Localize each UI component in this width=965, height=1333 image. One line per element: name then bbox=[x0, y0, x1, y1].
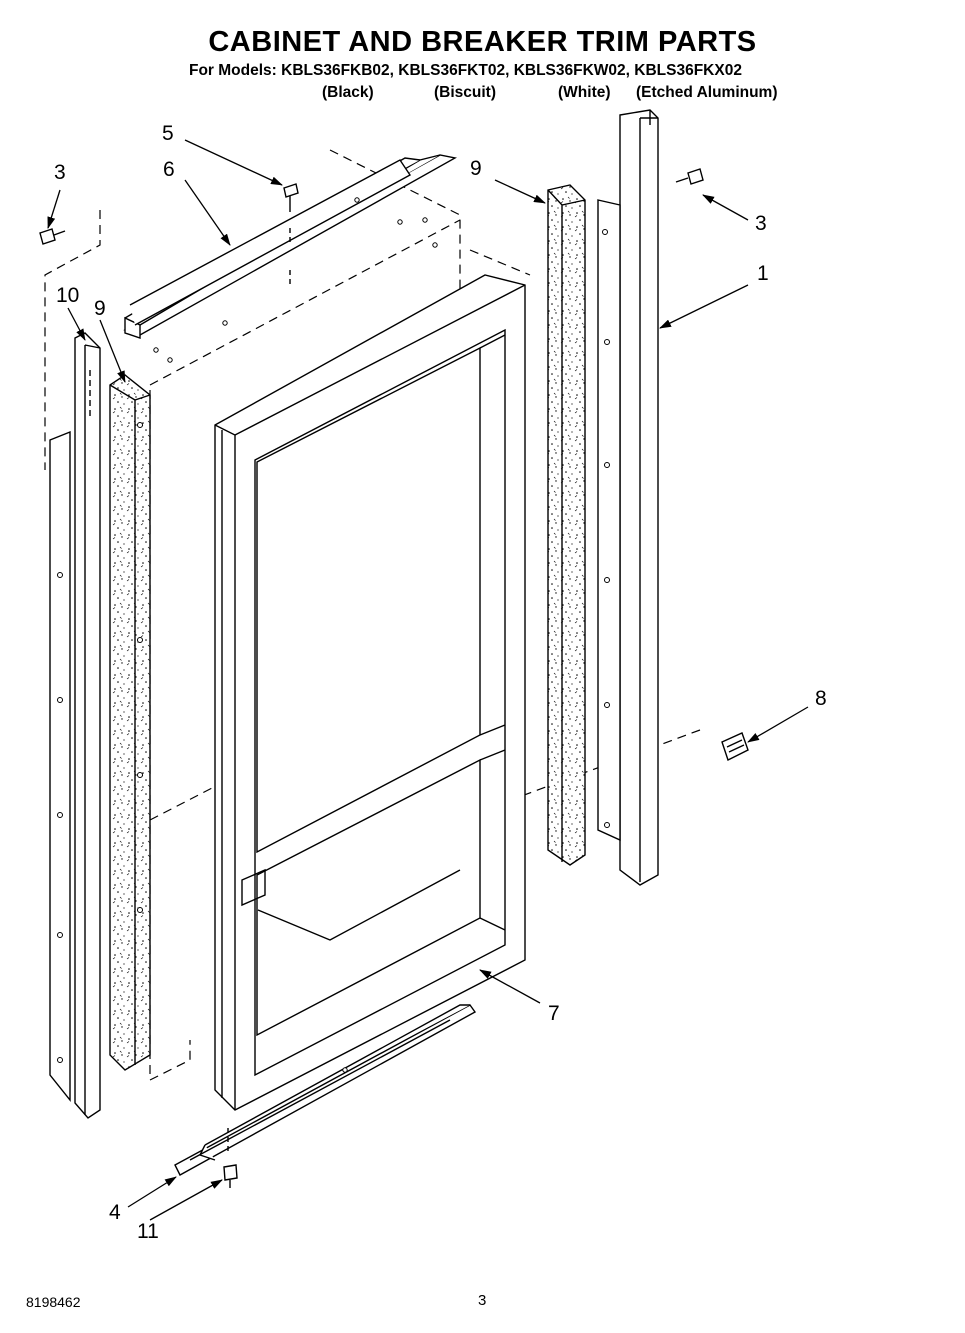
models-line: For Models: KBLS36FKB02, KBLS36FKT02, KB… bbox=[189, 62, 742, 79]
document-number: 8198462 bbox=[26, 1294, 81, 1310]
callout-11: 11 bbox=[137, 1220, 159, 1243]
callout-7: 7 bbox=[548, 1002, 560, 1025]
callout-4: 4 bbox=[109, 1201, 121, 1224]
left-trim bbox=[49, 332, 101, 1119]
right-trim bbox=[597, 109, 659, 886]
callout-10: 10 bbox=[56, 284, 79, 307]
finish-white: (White) bbox=[558, 84, 611, 101]
page-title: CABINET AND BREAKER TRIM PARTS bbox=[208, 26, 757, 58]
door-frame bbox=[214, 274, 526, 1111]
clip-part bbox=[721, 732, 749, 761]
screw-bottom bbox=[223, 1128, 238, 1188]
right-foam-strip bbox=[547, 184, 586, 866]
callout-labels: 5 6 3 9 3 1 10 9 8 7 4 11 bbox=[54, 122, 827, 1243]
callout-5: 5 bbox=[162, 122, 174, 145]
finish-black: (Black) bbox=[322, 84, 374, 101]
screw-top bbox=[283, 183, 299, 284]
callout-3-right: 3 bbox=[755, 212, 767, 235]
finish-biscuit: (Biscuit) bbox=[434, 84, 496, 101]
callout-8: 8 bbox=[815, 687, 827, 710]
callout-1: 1 bbox=[757, 262, 769, 285]
bottom-breaker-trim bbox=[174, 1004, 477, 1176]
screw-left bbox=[39, 228, 66, 245]
callout-9-left: 9 bbox=[94, 297, 106, 320]
screw-right bbox=[675, 168, 704, 185]
callout-9-right: 9 bbox=[470, 157, 482, 180]
leader-arrows bbox=[47, 139, 809, 1221]
page-number: 3 bbox=[478, 1292, 487, 1309]
callout-6: 6 bbox=[163, 158, 175, 181]
left-foam-strip bbox=[109, 374, 151, 1071]
finish-etched-aluminum: (Etched Aluminum) bbox=[636, 84, 778, 101]
callout-3-left: 3 bbox=[54, 161, 66, 184]
